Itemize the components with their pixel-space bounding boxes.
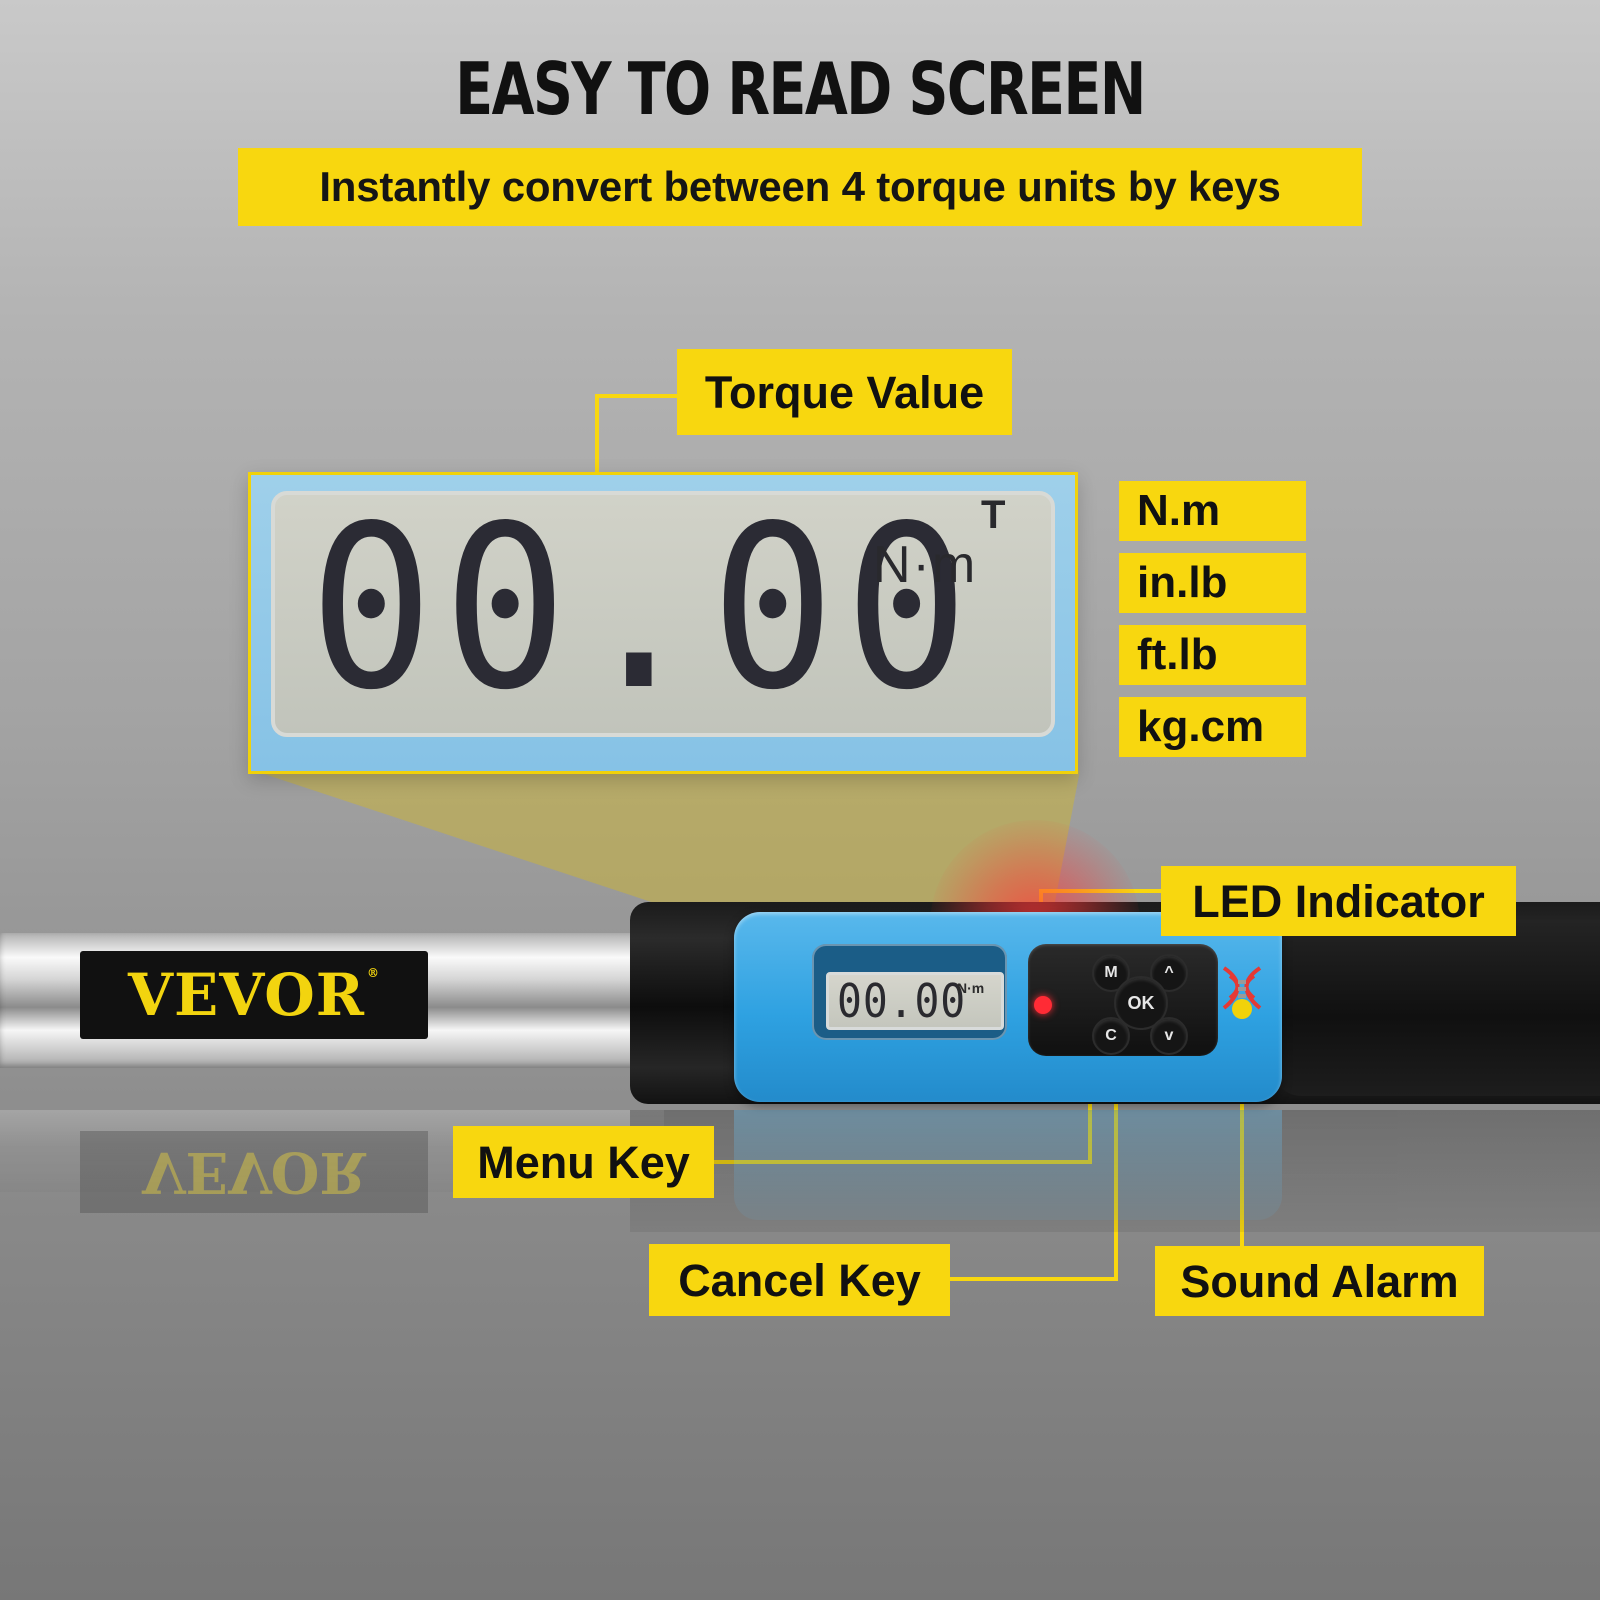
rubber-grip <box>1272 920 1600 1096</box>
sound-alarm-callout: Sound Alarm <box>1155 1246 1484 1316</box>
brand-label: VEVOR® <box>80 951 428 1039</box>
registered-mark: ® <box>366 966 380 980</box>
menu-key-callout: Menu Key <box>453 1126 714 1198</box>
unit-kgcm-callout: kg.cm <box>1119 697 1306 757</box>
led-indicator-callout: LED Indicator <box>1161 866 1516 936</box>
led-indicator <box>1034 996 1052 1014</box>
down-key[interactable]: v <box>1150 1017 1188 1055</box>
menu-key[interactable]: M <box>1092 954 1130 992</box>
device-unit-label: N·m <box>957 980 985 996</box>
cancel-key[interactable]: C <box>1092 1017 1130 1055</box>
subtitle-banner: Instantly convert between 4 torque units… <box>238 148 1362 226</box>
sound-alarm-marker <box>1232 999 1252 1019</box>
zoomed-lcd-panel: 00.00 N·m T <box>271 491 1055 737</box>
zoomed-torque-reading: 00.00 <box>309 491 979 737</box>
torque-value-callout: Torque Value <box>677 349 1012 435</box>
brand-name: VEVOR <box>128 961 365 1029</box>
cancel-leader-line <box>950 1052 1118 1281</box>
zoom-projection <box>252 770 1080 928</box>
up-key[interactable]: ^ <box>1150 954 1188 992</box>
page-title: EASY TO READ SCREEN <box>455 47 1146 131</box>
device-torque-reading: 00.00 <box>837 974 967 1028</box>
unit-ftlb-callout: ft.lb <box>1119 625 1306 685</box>
zoomed-display: 00.00 N·m T <box>248 472 1078 774</box>
zoomed-unit-label: N·m <box>873 536 978 594</box>
unit-nm-callout: N.m <box>1119 481 1306 541</box>
unit-inlb-callout: in.lb <box>1119 553 1306 613</box>
tracking-indicator: T <box>981 493 1006 537</box>
cancel-key-callout: Cancel Key <box>649 1244 950 1316</box>
speaker-icon <box>1222 966 1262 1010</box>
device-lcd: 00.00 N·m <box>826 972 1004 1030</box>
